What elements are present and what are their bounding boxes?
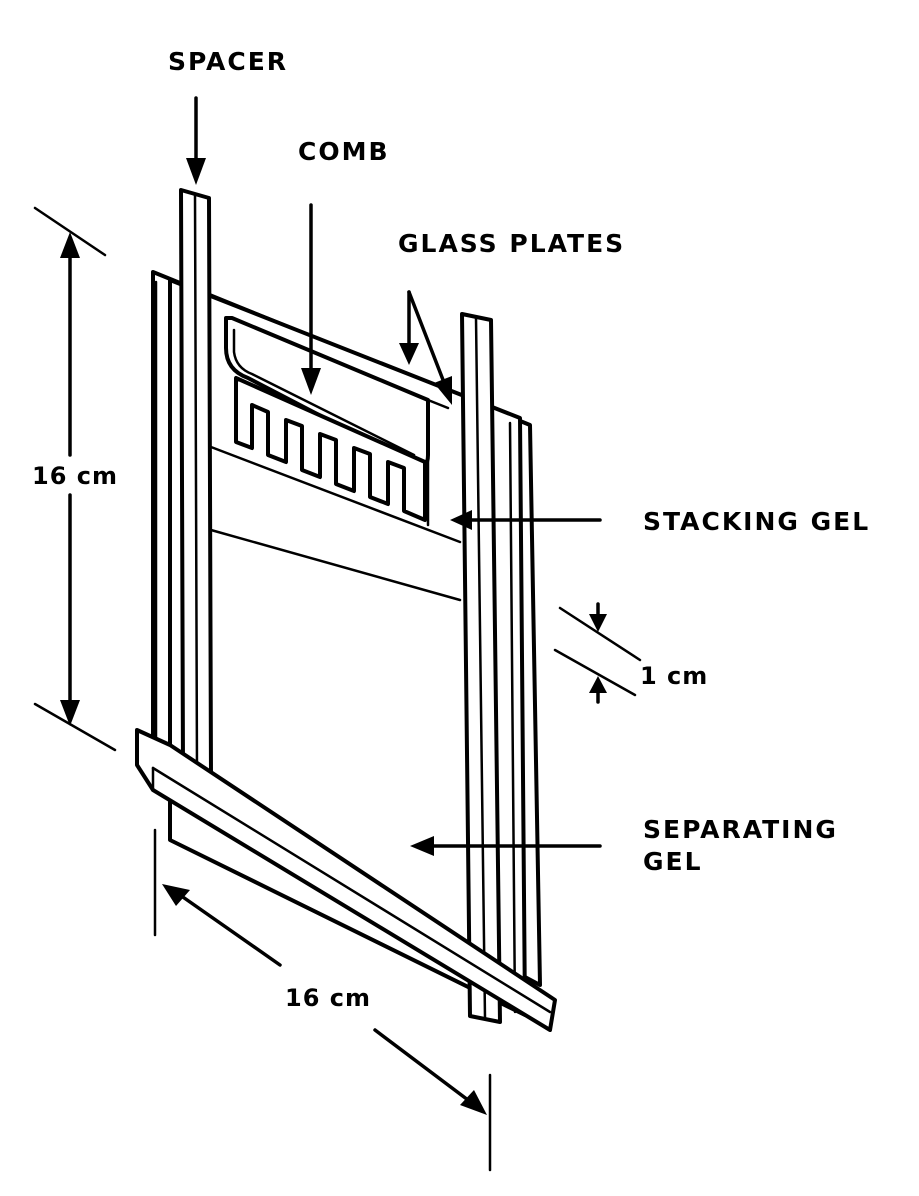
stacking-gel-top-line bbox=[209, 445, 462, 544]
stacking-gel-label: STACKING GEL bbox=[643, 507, 870, 536]
height-dimension bbox=[33, 206, 117, 752]
width-dimension bbox=[153, 828, 492, 1172]
comb bbox=[224, 316, 450, 527]
gel-boundaries bbox=[209, 445, 462, 602]
comb-arrow bbox=[301, 203, 321, 395]
separating-gel-label-line2: GEL bbox=[643, 847, 703, 876]
bottom-base-strip bbox=[135, 728, 557, 1032]
separating-gel-top-line bbox=[209, 528, 462, 602]
left-spacer bbox=[179, 188, 213, 780]
glass-plates-label: GLASS PLATES bbox=[398, 229, 625, 258]
separating-gel-arrow bbox=[410, 836, 602, 856]
spacer-label: SPACER bbox=[168, 47, 288, 76]
height-dimension-label: 16 cm bbox=[32, 462, 118, 490]
separating-gel-label-line1: SEPARATING bbox=[643, 815, 838, 844]
stacking-gel-arrow bbox=[450, 510, 602, 530]
spacer-arrow bbox=[186, 96, 206, 185]
comb-label: COMB bbox=[298, 137, 390, 166]
gap-dimension bbox=[553, 602, 642, 704]
gap-dimension-label: 1 cm bbox=[640, 662, 708, 690]
glass-plates-arrows bbox=[399, 290, 452, 405]
width-dimension-label: 16 cm bbox=[285, 984, 371, 1012]
